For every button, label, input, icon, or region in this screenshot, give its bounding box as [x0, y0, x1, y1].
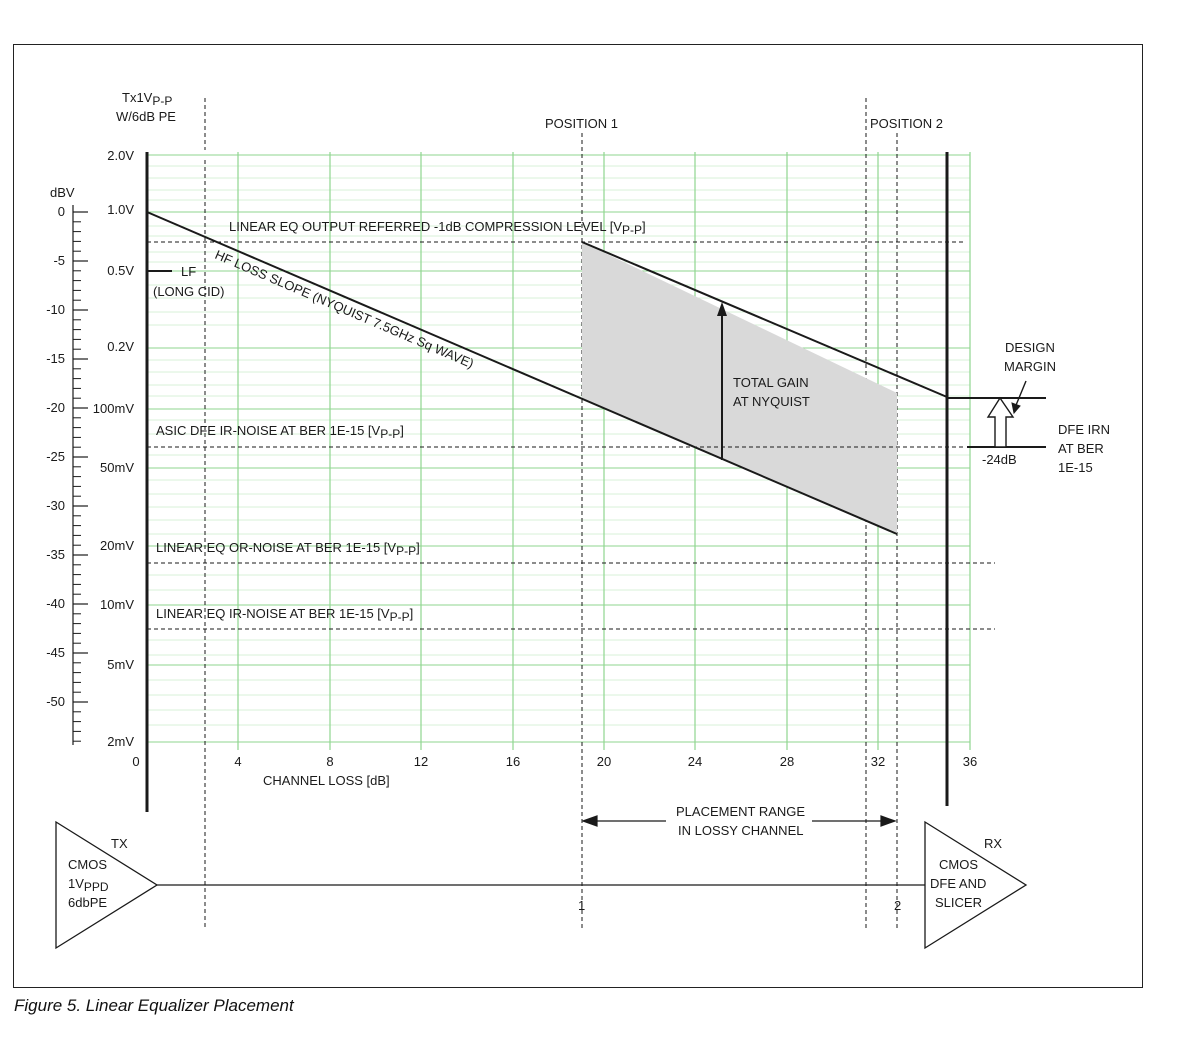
- rx-dfe-label: DFE AND: [930, 876, 986, 891]
- channel-loss-axis-label: CHANNEL LOSS [dB]: [263, 773, 390, 788]
- dbv-tick-label: -25: [46, 449, 65, 464]
- horizontal-gridlines: [147, 165, 970, 726]
- asic-noise-label: ASIC DFE IR-NOISE AT BER 1E-15 [VP-P]: [156, 423, 404, 441]
- voltage-tick-labels: 2.0V 1.0V 0.5V 0.2V 100mV 50mV 20mV 10mV 5mV 2mV: [93, 148, 135, 749]
- channel-loss-tick-labels: 0 4 8 12 16 20 24 28 32 36: [132, 754, 977, 769]
- lf-long-cid-label: (LONG CID): [153, 284, 225, 299]
- dbv-tick-label: -50: [46, 694, 65, 709]
- tx-pe-label: 6dbPE: [68, 895, 107, 910]
- channel-loss-tick-label: 20: [597, 754, 611, 769]
- rx-label: RX: [984, 836, 1002, 851]
- tx-label: TX: [111, 836, 128, 851]
- placement-range-label-line2: IN LOSSY CHANNEL: [678, 823, 803, 838]
- rx-slicer-label: SLICER: [935, 895, 982, 910]
- channel-loss-tick-label: 8: [326, 754, 333, 769]
- or-noise-label: LINEAR EQ OR-NOISE AT BER 1E-15 [VP-P]: [156, 540, 420, 558]
- total-gain-label-line2: AT NYQUIST: [733, 394, 810, 409]
- lf-label: LF: [181, 264, 196, 279]
- minus-24db-label: -24dB: [982, 452, 1017, 467]
- placement-range-label-line1: PLACEMENT RANGE: [676, 804, 805, 819]
- dbv-unit-label: dBV: [50, 185, 75, 200]
- channel-loss-tick-label: 12: [414, 754, 428, 769]
- channel-loss-tick-label: 28: [780, 754, 794, 769]
- channel-loss-tick-label: 16: [506, 754, 520, 769]
- position-1-marker: 1: [578, 898, 585, 913]
- channel-loss-tick-label: 32: [871, 754, 885, 769]
- equalizer-placement-diagram: dBV 0 -5 -10 -15 -20 -25 -30 -35 -40 -45 -50 2.0V 1…: [46, 90, 1110, 950]
- reference-levels: [147, 241, 995, 630]
- position-2-marker: 2: [894, 898, 901, 913]
- position-2-label: POSITION 2: [870, 116, 943, 131]
- ir-noise-label: LINEAR EQ IR-NOISE AT BER 1E-15 [VP-P]: [156, 606, 413, 624]
- dbv-ruler: [72, 205, 88, 745]
- voltage-tick-label: 5mV: [107, 657, 134, 672]
- channel-loss-tick-label: 0: [132, 754, 139, 769]
- rx-cmos-label: CMOS: [939, 857, 978, 872]
- placement-range-arrows: [581, 815, 897, 827]
- tx-driver-triangle: [55, 820, 159, 950]
- dbv-tick-labels: 0 -5 -10 -15 -20 -25 -30 -35 -40 -45 -50: [46, 204, 65, 709]
- channel-loss-tick-label: 4: [234, 754, 241, 769]
- dfe-irn-label-line1: DFE IRN: [1058, 422, 1110, 437]
- voltage-tick-label: 50mV: [100, 460, 134, 475]
- dbv-tick-label: -5: [53, 253, 65, 268]
- equalized-slope-line: [581, 241, 948, 398]
- tx-cmos-label: CMOS: [68, 857, 107, 872]
- equalizer-gain-band: [582, 242, 897, 534]
- dbv-tick-label: 0: [58, 204, 65, 219]
- channel-loss-tick-label: 36: [963, 754, 977, 769]
- dbv-tick-label: -45: [46, 645, 65, 660]
- channel-loss-tick-label: 24: [688, 754, 702, 769]
- voltage-tick-label: 20mV: [100, 538, 134, 553]
- voltage-tick-label: 0.2V: [107, 339, 134, 354]
- dbv-tick-label: -20: [46, 400, 65, 415]
- dbv-tick-label: -15: [46, 351, 65, 366]
- figure-caption: Figure 5. Linear Equalizer Placement: [14, 996, 294, 1015]
- dbv-tick-label: -35: [46, 547, 65, 562]
- hf-loss-slope-line: [146, 211, 898, 535]
- design-margin-label-line2: MARGIN: [1004, 359, 1056, 374]
- voltage-tick-label: 0.5V: [107, 263, 134, 278]
- voltage-tick-label: 2.0V: [107, 148, 134, 163]
- voltage-tick-label: 100mV: [93, 401, 135, 416]
- compression-level-label: LINEAR EQ OUTPUT REFERRED -1dB COMPRESSI…: [229, 219, 646, 237]
- dfe-irn-label-line3: 1E-15: [1058, 460, 1093, 475]
- tx-preemphasis-header: W/6dB PE: [116, 109, 176, 124]
- dbv-tick-label: -10: [46, 302, 65, 317]
- total-gain-arrowhead: [717, 302, 727, 316]
- voltage-tick-label: 2mV: [107, 734, 134, 749]
- voltage-tick-label: 1.0V: [107, 202, 134, 217]
- design-margin-marker: [947, 380, 1046, 448]
- dbv-minor-ticks: [73, 211, 81, 742]
- hf-loss-slope-label: HF LOSS SLOPE (NYQUIST 7.5GHz Sq WAVE): [213, 247, 476, 371]
- design-margin-label-line1: DESIGN: [1005, 340, 1055, 355]
- dfe-irn-label-line2: AT BER: [1058, 441, 1104, 456]
- tx-vppd-label: 1VPPD: [68, 876, 109, 894]
- voltage-tick-label: 10mV: [100, 597, 134, 612]
- figure-frame: [13, 44, 1143, 988]
- position-1-label: POSITION 1: [545, 116, 618, 131]
- dbv-tick-label: -40: [46, 596, 65, 611]
- total-gain-label-line1: TOTAL GAIN: [733, 375, 809, 390]
- tx-amplitude-header: Tx1VP-P: [122, 90, 172, 108]
- dbv-tick-label: -30: [46, 498, 65, 513]
